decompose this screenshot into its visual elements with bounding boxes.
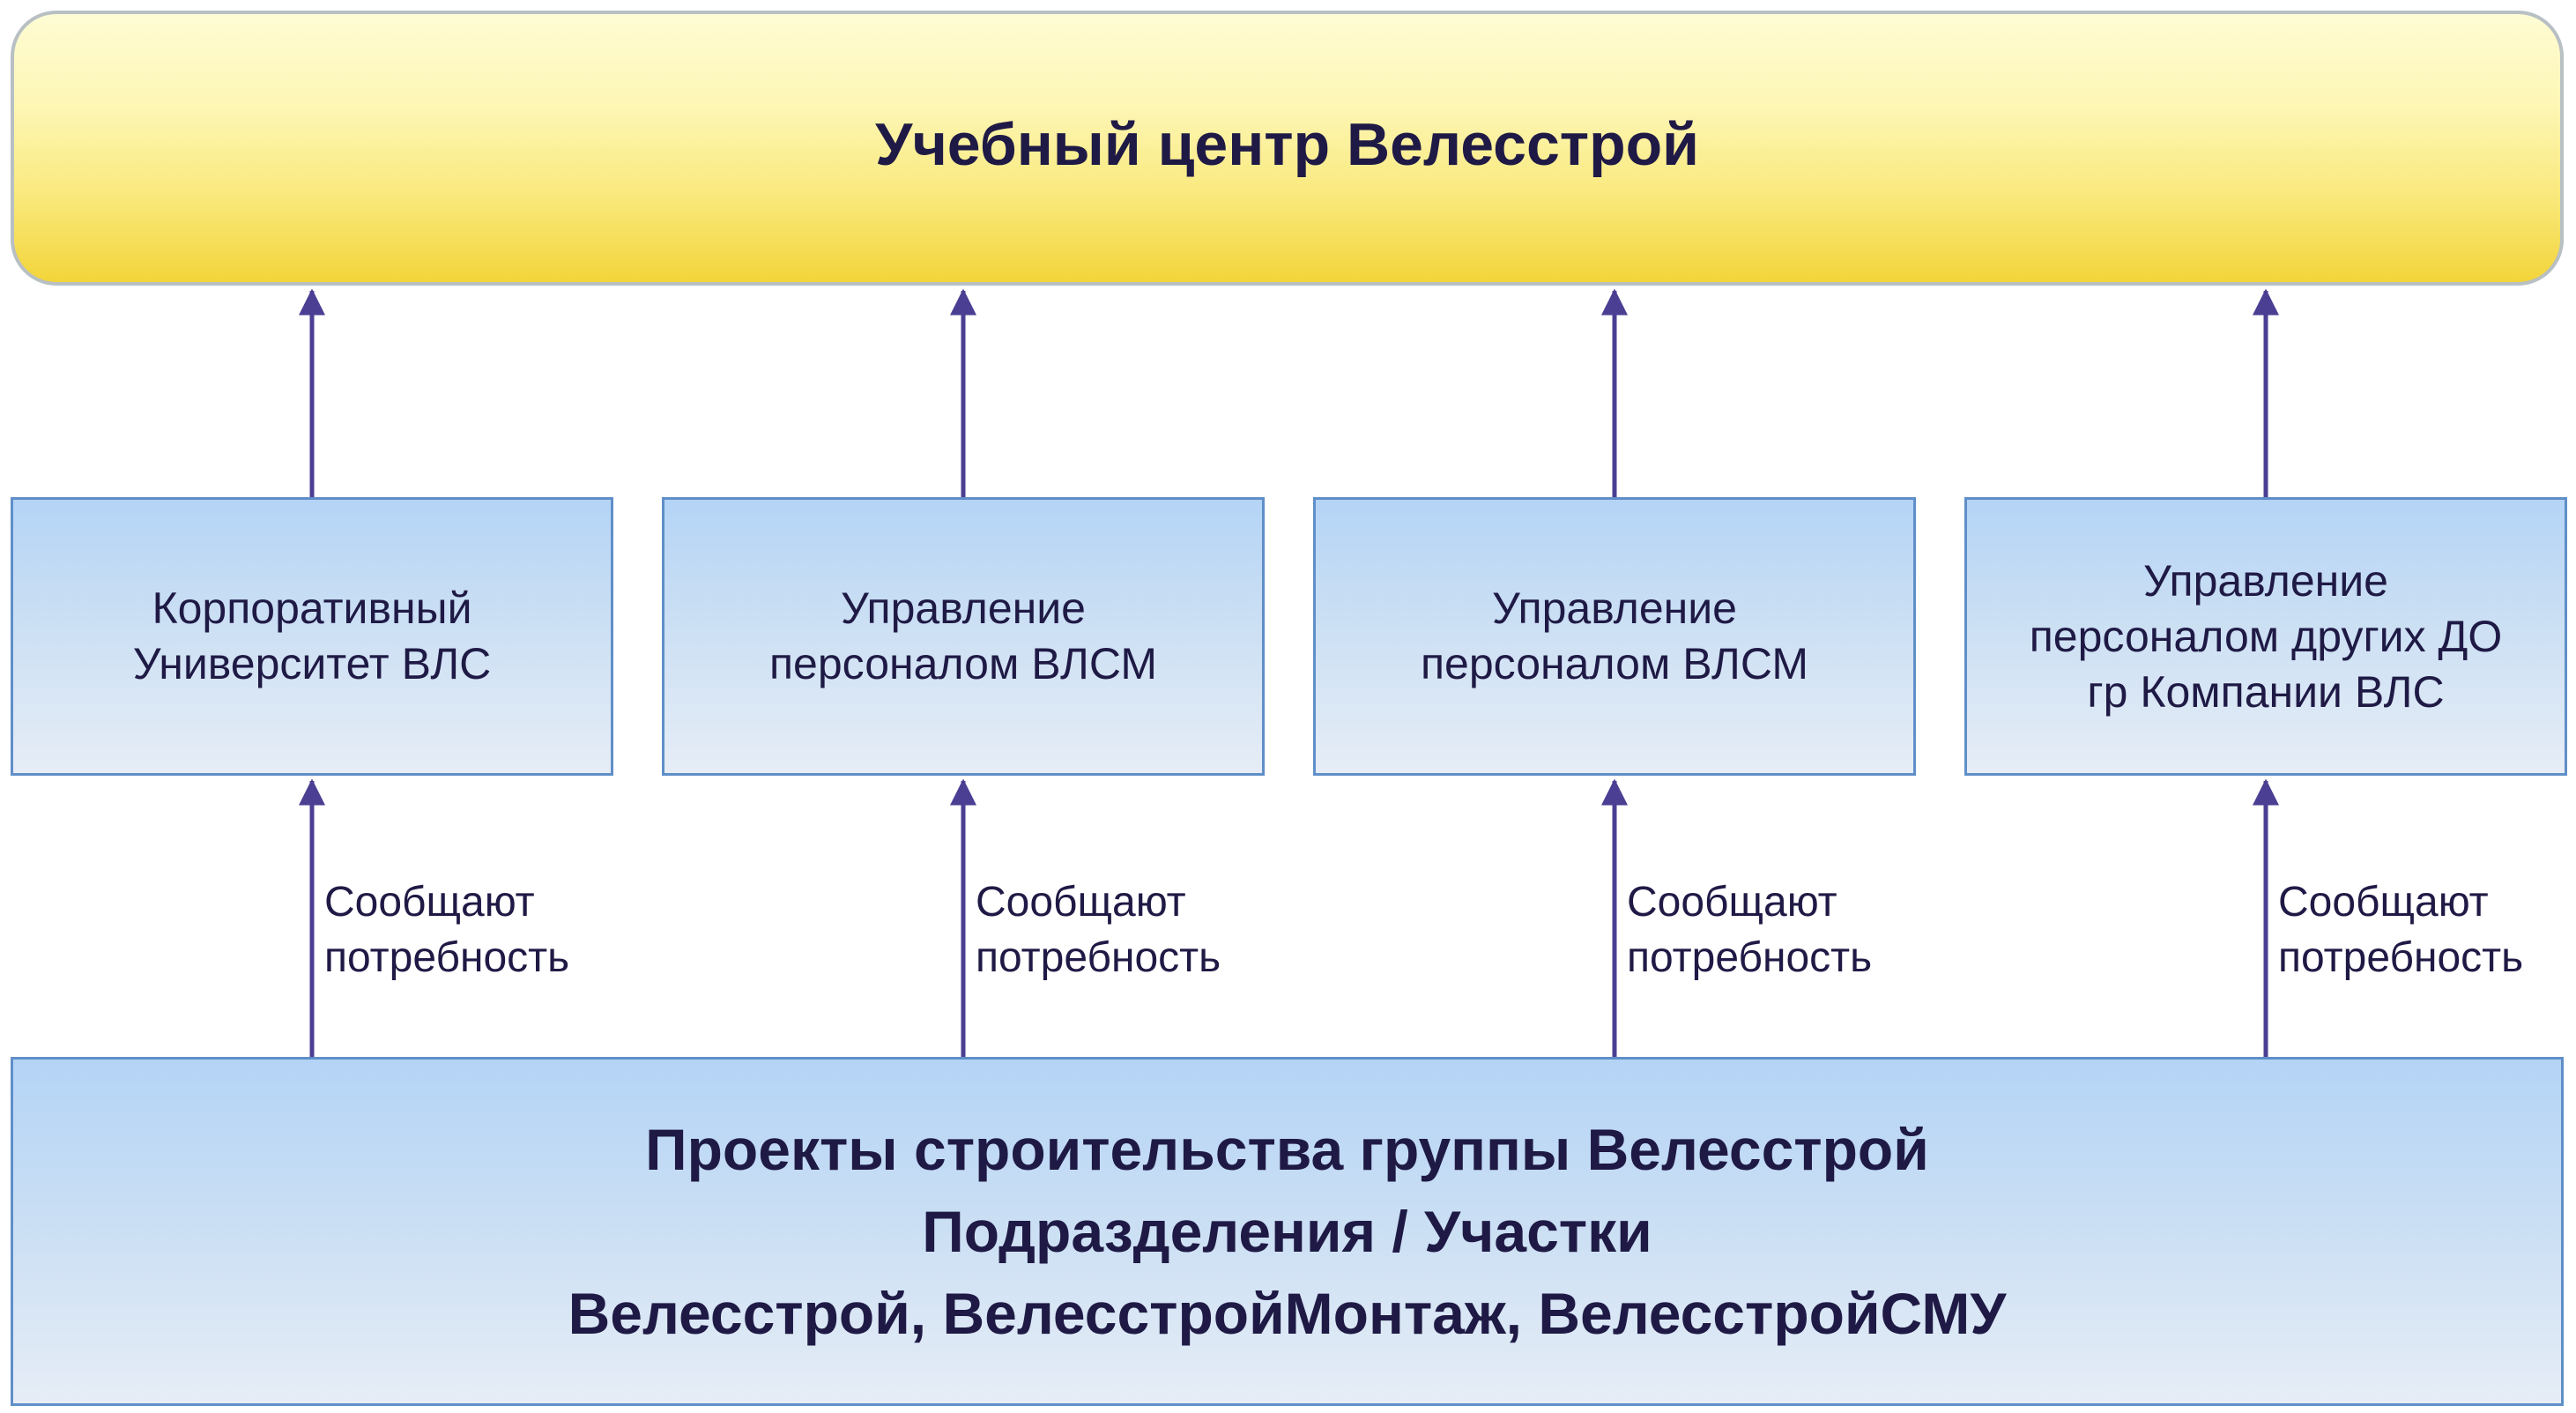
edge-label-line-2: потребность (976, 934, 1221, 981)
middle-node-label: Управление персоналом ВЛСМ (1420, 584, 1809, 688)
middle-node-hr-vlsm-2: Управление персоналом ВЛСМ (1313, 497, 1916, 776)
edge-label-line-2: потребность (1627, 934, 1873, 981)
edge-label-line-2: потребность (2278, 934, 2524, 981)
bottom-node-line-3: Велесстрой, ВелесстройМонтаж, Велесстрой… (568, 1280, 2007, 1346)
edge-label-3: Сообщают потребность (1627, 874, 1872, 985)
middle-node-label: Корпоративный Университет ВЛС (132, 584, 492, 688)
bottom-node-construction-projects: Проекты строительства группы Велесстрой … (11, 1057, 2564, 1406)
edge-label-line-2: потребность (324, 934, 570, 981)
edge-label-1: Сообщают потребность (324, 874, 569, 985)
edge-label-line-1: Сообщают (2278, 879, 2489, 926)
bottom-node-line-2: Подразделения / Участки (922, 1198, 1652, 1264)
middle-node-corporate-university: Корпоративный Университет ВЛС (11, 497, 613, 776)
edge-label-2: Сообщают потребность (976, 874, 1221, 985)
middle-node-hr-other-subsidiaries: Управление персоналом других ДО гр Компа… (1964, 497, 2567, 776)
middle-node-label: Управление персоналом других ДО гр Компа… (2029, 555, 2503, 717)
middle-node-label: Управление персоналом ВЛСМ (768, 584, 1158, 688)
edge-label-line-1: Сообщают (324, 879, 535, 926)
top-node-title: Учебный центр Велесстрой (875, 111, 1699, 178)
edge-label-line-1: Сообщают (976, 879, 1186, 926)
top-node-training-center: Учебный центр Велесстрой (11, 11, 2564, 286)
bottom-node-line-1: Проекты строительства группы Велесстрой (645, 1116, 1929, 1182)
middle-node-hr-vlsm-1: Управление персоналом ВЛСМ (662, 497, 1265, 776)
edge-label-4: Сообщают потребность (2278, 874, 2523, 985)
edge-label-line-1: Сообщают (1627, 879, 1837, 926)
